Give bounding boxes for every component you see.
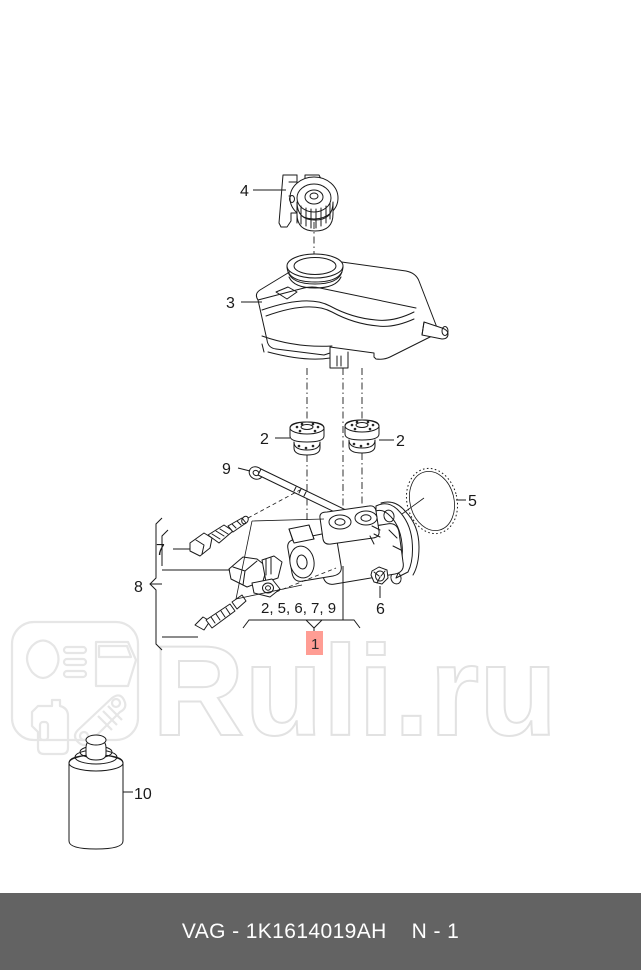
callout-6-label: 6 <box>376 601 385 618</box>
callout-10-label: 10 <box>134 786 152 803</box>
callout-2-left-label: 2 <box>260 431 269 448</box>
callout-5: 5 <box>456 493 477 510</box>
callout-4: 4 <box>240 183 286 200</box>
rubber-grommet-left <box>289 421 325 456</box>
badge-background <box>306 631 323 655</box>
callout-7-label: 7 <box>156 542 165 559</box>
repair-kit-bolt-part <box>194 594 247 631</box>
callout-8-label: 8 <box>134 579 143 596</box>
exploded-diagram: 4 <box>68 174 477 850</box>
highlighted-item-badge[interactable]: 1 <box>306 631 323 655</box>
callout-9-label: 9 <box>222 461 231 478</box>
repair-kit-link-lines <box>235 518 325 600</box>
callout-4-label: 4 <box>240 183 249 200</box>
rubber-grommet-right <box>344 419 380 454</box>
callout-9: 9 <box>222 461 251 478</box>
footer-part-number-text: VAG - 1K1614019AH N - 1 <box>181 919 460 943</box>
footer-bar: VAG - 1K1614019AH N - 1 <box>0 893 641 970</box>
callout-3-label: 3 <box>226 295 235 312</box>
callout-2-right-label: 2 <box>396 433 405 450</box>
callout-6: 6 <box>376 586 385 618</box>
callout-3: 3 <box>226 295 262 312</box>
repair-kit-valve-part <box>228 555 283 598</box>
callout-8: 8 <box>134 517 230 651</box>
callout-7: 7 <box>156 529 190 566</box>
group-bracket-label: 2, 5, 6, 7, 9 <box>261 600 336 617</box>
badge-label: 1 <box>311 636 319 653</box>
fluid-reservoir-part <box>255 253 449 369</box>
bleeder-valve-part <box>189 515 249 557</box>
bleeder-leader-line <box>247 489 301 519</box>
group-bracket-1: 2, 5, 6, 7, 9 <box>242 566 361 632</box>
hex-nut-part <box>370 566 389 585</box>
reservoir-cap-part <box>278 174 339 232</box>
callout-2-right: 2 <box>379 433 405 450</box>
diagram-canvas: Ruli.ru 4 <box>10 174 559 850</box>
brake-fluid-bottle-part <box>68 734 124 850</box>
callout-10: 10 <box>123 786 152 803</box>
callout-5-label: 5 <box>468 493 477 510</box>
callout-2-left: 2 <box>260 431 290 448</box>
repair-kit-leader-line <box>275 567 337 593</box>
